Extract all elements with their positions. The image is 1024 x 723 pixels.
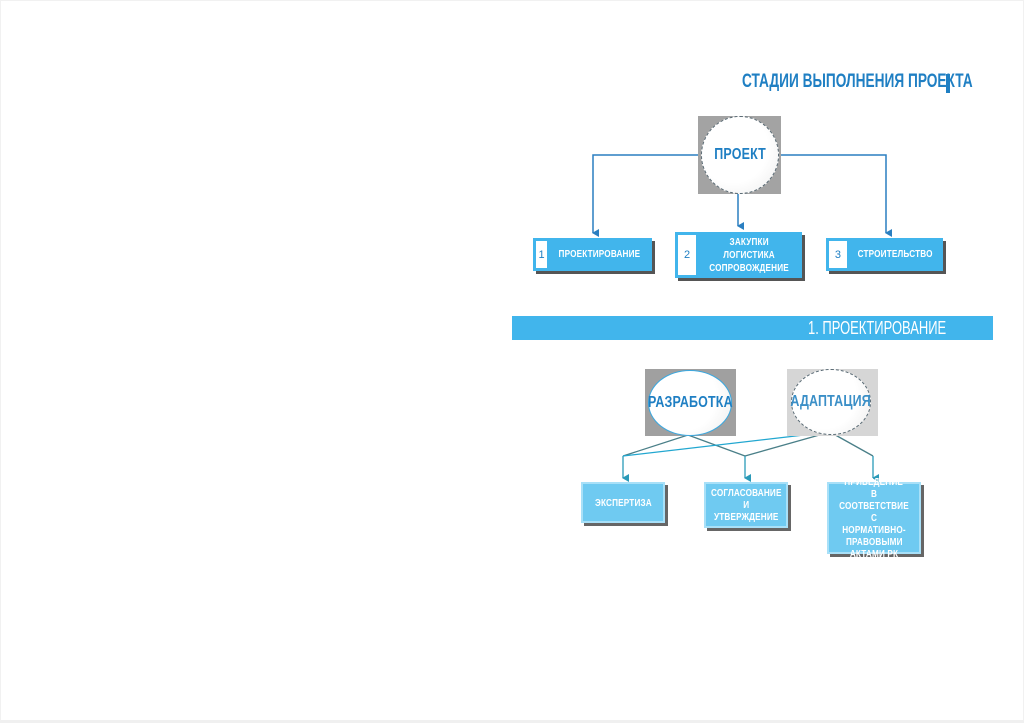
task-box-soglasovanie: СОГЛАСОВАНИЕ И УТВЕРЖДЕНИЕ xyxy=(704,482,788,528)
stage-number: 1 xyxy=(536,241,548,268)
connector-project-to-stage3 xyxy=(777,154,892,237)
page-title: СТАДИИ ВЫПОЛНЕНИЯ ПРОЕКТА xyxy=(742,71,973,92)
stage-box-2: 2 ЗАКУПКИ ЛОГИСТИКА СОПРОВОЖДЕНИЕ xyxy=(675,232,802,278)
title-accent-bar xyxy=(946,74,950,93)
stage-label: ПРОЕКТИРОВАНИЕ xyxy=(558,248,641,260)
connector-adaptaciya-left xyxy=(622,431,831,457)
adaptaciya-node: АДАПТАЦИЯ xyxy=(791,369,871,435)
stage-label: СТРОИТЕЛЬСТВО xyxy=(857,248,933,260)
stage-label: ЗАКУПКИ ЛОГИСТИКА СОПРОВОЖДЕНИЕ xyxy=(709,235,789,274)
razrabotka-node: РАЗРАБОТКА xyxy=(648,370,732,436)
stage-number: 2 xyxy=(678,235,696,275)
task-box-privedenie: ПРИВЕДЕНИЕ В СООТВЕТСТВИЕ С НОРМАТИВНО- … xyxy=(827,476,921,560)
stage-box-1: 1 ПРОЕКТИРОВАНИЕ xyxy=(533,238,652,271)
section-title: 1. ПРОЕКТИРОВАНИЕ xyxy=(808,318,947,338)
stage-box-3: 3 СТРОИТЕЛЬСТВО xyxy=(826,238,943,271)
connector-adaptaciya-mid xyxy=(744,431,831,457)
connector-project-to-stage1 xyxy=(592,154,702,237)
section-header-bar: 1. ПРОЕКТИРОВАНИЕ xyxy=(512,316,993,340)
project-node: ПРОЕКТ xyxy=(701,116,779,194)
task-box-expertiza: ЭКСПЕРТИЗА xyxy=(581,482,665,523)
stage-number: 3 xyxy=(829,241,847,268)
connector-adaptaciya-right xyxy=(829,431,874,457)
connector-razrabotka-left xyxy=(622,434,689,457)
